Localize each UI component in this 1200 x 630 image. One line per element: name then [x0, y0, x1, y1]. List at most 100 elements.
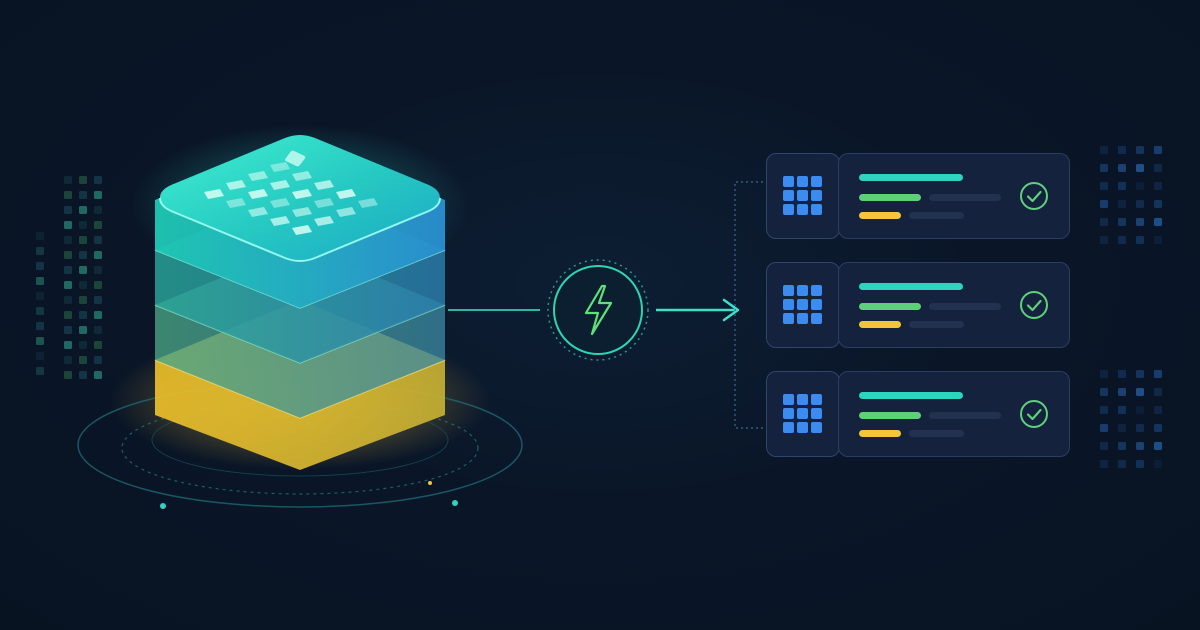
decor-dot [64, 341, 72, 349]
decor-dot [1118, 460, 1126, 468]
decor-dot [79, 371, 87, 379]
decor-dot [64, 281, 72, 289]
grid-cell [797, 299, 808, 310]
decor-dot [94, 206, 102, 214]
decor-dot [79, 311, 87, 319]
grid-cell [811, 285, 822, 296]
decor-dot [36, 337, 44, 345]
grid-cell [797, 422, 808, 433]
decor-dot [1118, 146, 1126, 154]
top-grid-cell [314, 216, 334, 226]
decor-dot [64, 191, 72, 199]
top-grid-cell [336, 207, 356, 217]
grid-icon [783, 176, 822, 215]
decor-dot [79, 326, 87, 334]
decor-dot [94, 356, 102, 364]
decor-dots-left-far [36, 232, 44, 375]
grid-cell [811, 313, 822, 324]
decor-dot [1100, 236, 1108, 244]
grid-cell [783, 394, 794, 405]
decor-dot [1100, 164, 1108, 172]
decor-dot [36, 247, 44, 255]
stack-top-grid [204, 162, 378, 235]
decor-dot [79, 221, 87, 229]
bar-teal [859, 392, 963, 399]
decor-dot [1118, 164, 1126, 172]
decor-dot [79, 251, 87, 259]
grid-cell [811, 204, 822, 215]
bar-green [859, 412, 921, 419]
bar-track [909, 430, 964, 437]
output-bracket [734, 181, 763, 429]
decor-dot [1136, 424, 1144, 432]
grid-cell [783, 299, 794, 310]
decor-dot [94, 341, 102, 349]
top-grid-cell [248, 207, 268, 217]
decor-dot [1100, 370, 1108, 378]
decor-dot [1154, 424, 1162, 432]
top-grid-cell [270, 180, 290, 190]
decor-dot [36, 262, 44, 270]
output-arrow [656, 298, 740, 322]
decor-dot [64, 371, 72, 379]
decor-dot [1154, 182, 1162, 190]
decor-dot [94, 191, 102, 199]
decor-dot [36, 277, 44, 285]
decor-dot [36, 292, 44, 300]
top-grid-cell [292, 225, 312, 235]
bar-yellow [859, 212, 901, 219]
grid-icon [783, 394, 822, 433]
decor-dot [64, 176, 72, 184]
grid-cell [811, 299, 822, 310]
top-grid-cell [336, 189, 356, 199]
decor-dot [64, 296, 72, 304]
decor-dot [64, 206, 72, 214]
output-card-3 [838, 371, 1070, 457]
decor-dot [94, 236, 102, 244]
decor-dot [79, 341, 87, 349]
decor-dot [1136, 182, 1144, 190]
decor-dot [1136, 236, 1144, 244]
decor-dot [1100, 182, 1108, 190]
decor-dot [94, 266, 102, 274]
decor-dot [1136, 200, 1144, 208]
grid-cell [783, 204, 794, 215]
decor-dot [36, 352, 44, 360]
output-tile-3 [766, 371, 840, 457]
decor-dot [79, 356, 87, 364]
decor-dot [79, 296, 87, 304]
decor-dot [36, 322, 44, 330]
check-circle-icon [1020, 400, 1048, 428]
decor-dot [1154, 460, 1162, 468]
bar-green [859, 194, 921, 201]
decor-dot [1154, 388, 1162, 396]
decor-dots-right-bottom [1100, 370, 1162, 468]
decor-dot [1100, 406, 1108, 414]
decor-dot [1118, 200, 1126, 208]
decor-dot [36, 307, 44, 315]
decor-dot [1100, 424, 1108, 432]
decor-dot [79, 281, 87, 289]
decor-dot [94, 281, 102, 289]
decor-dot [79, 266, 87, 274]
decor-dots-right-top [1100, 146, 1162, 244]
decor-dot [1136, 164, 1144, 172]
grid-cell [797, 313, 808, 324]
decor-dot [64, 266, 72, 274]
bar-track [909, 321, 964, 328]
decor-dot [1100, 200, 1108, 208]
grid-cell [811, 394, 822, 405]
decor-dot [94, 296, 102, 304]
decor-dot [64, 221, 72, 229]
bar-yellow [859, 430, 901, 437]
top-grid-cell [270, 216, 290, 226]
output-card-1 [838, 153, 1070, 239]
top-grid-cell [292, 207, 312, 217]
grid-cell [783, 190, 794, 201]
bar-yellow [859, 321, 901, 328]
decor-dot [94, 311, 102, 319]
top-grid-cell [226, 198, 246, 208]
grid-cell [797, 285, 808, 296]
decor-dot [1136, 442, 1144, 450]
